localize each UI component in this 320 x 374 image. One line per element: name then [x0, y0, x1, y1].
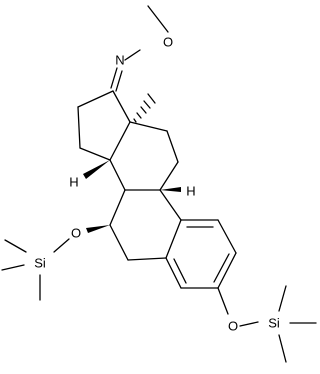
atom-label-oxime-n: N — [115, 53, 124, 68]
atom-label-h14: H — [69, 175, 78, 190]
bond-si3-me-up — [278, 285, 287, 312]
c9-h-bold-wedge — [160, 187, 181, 192]
bond-c14-c13 — [109, 121, 131, 161]
bond-ome-methyl — [147, 5, 169, 33]
c13-methyl-hashed-wedge — [133, 93, 156, 123]
bond-c2-c3 — [217, 252, 237, 289]
bond-c16-c15 — [77, 106, 81, 149]
bond-o-n — [124, 49, 141, 61]
bond-si7-me-up — [4, 239, 27, 253]
bond-c7-c6 — [109, 224, 129, 261]
atom-label-si7: Si — [34, 256, 46, 271]
bond-c17-c16 — [77, 90, 114, 108]
bond-si7-me-left — [1, 264, 25, 271]
bond-c4-c5 — [165, 257, 182, 289]
bond-aromatic-inner-3 — [173, 258, 187, 284]
c7-o-bold-wedge — [86, 225, 110, 233]
bond-c13-c12 — [129, 121, 168, 132]
bond-c15-c14 — [79, 147, 111, 161]
bond-c12-c11 — [166, 130, 179, 163]
bond-c6-c5 — [127, 257, 167, 261]
bond-c8-c7 — [109, 189, 126, 226]
bond-c1-c2 — [217, 219, 237, 254]
atom-label-si3: Si — [268, 316, 280, 331]
bond-si3-me-down — [278, 334, 287, 363]
bond-o-si3 — [239, 321, 259, 327]
atom-label-h9: H — [186, 184, 195, 199]
atom-label-o3: O — [228, 319, 238, 334]
bond-aromatic-inner-2 — [213, 253, 230, 283]
bond-c3-o — [217, 287, 229, 315]
bond-o7-si7 — [53, 238, 70, 253]
bond-c11-c9 — [159, 161, 179, 191]
bond-c9-c10 — [159, 189, 182, 221]
c14-h-bold-wedge — [83, 160, 110, 179]
bond-c17-n-1 — [110, 67, 118, 89]
bond-c13-c17 — [112, 90, 131, 123]
bond-c8-c14 — [109, 159, 126, 191]
atom-label-oxime-o: O — [163, 35, 173, 50]
bond-c5-c10 — [165, 219, 182, 259]
atom-label-o7: O — [71, 226, 81, 241]
bond-c17-n-2 — [115, 70, 123, 92]
